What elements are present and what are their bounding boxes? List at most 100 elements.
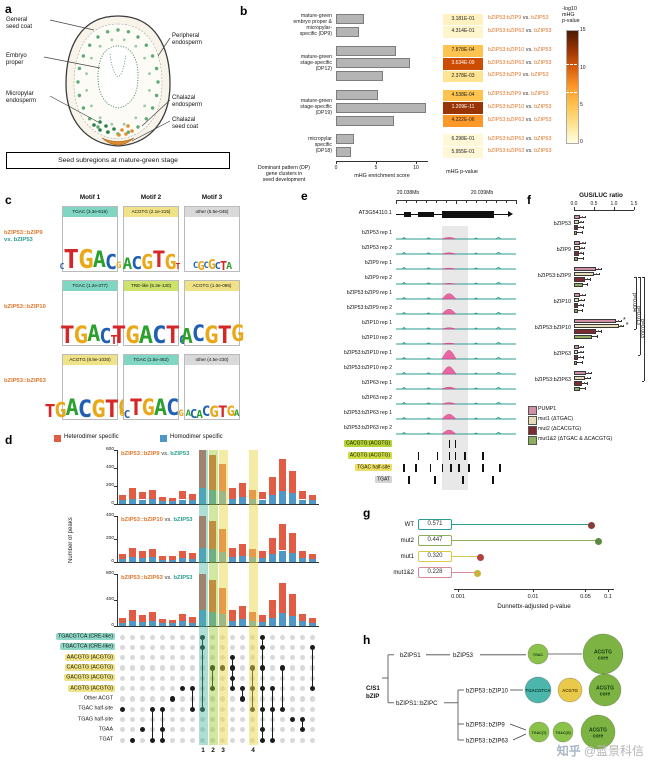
matrix-dot	[129, 655, 136, 661]
pvalue-cell: 2.378E-03	[442, 69, 484, 84]
logo-letter: A	[180, 324, 193, 348]
motif-row-pill: TGAT	[375, 475, 392, 483]
matrix-dot	[289, 737, 296, 743]
endosperm-dot	[134, 44, 138, 48]
callout-text: Chalazal	[172, 95, 195, 101]
callout-line	[131, 120, 171, 142]
heterodimer-name: bZIP53:bZIP9	[488, 15, 522, 22]
bar-homodimer	[209, 612, 216, 626]
bar-heterodimer	[289, 594, 296, 616]
chart-x-axis	[117, 626, 319, 627]
highlight-band	[218, 450, 228, 746]
motif-row-pill: ACGTG (ACGTG)	[347, 451, 392, 459]
scale-tick	[486, 200, 487, 203]
matrix-dot	[209, 655, 216, 661]
endosperm-dot	[98, 116, 102, 120]
endosperm-dot	[122, 122, 126, 126]
endosperm-dot	[143, 56, 147, 60]
panel-a-seed-diagram: Seed subregions at mature-green stage Ge…	[4, 4, 234, 174]
bar-homodimer	[209, 549, 216, 562]
track-noise	[401, 356, 502, 360]
bar-axis-tick-label: 5	[374, 165, 378, 171]
logo-letter: C	[192, 261, 199, 272]
bar-homodimer	[309, 622, 316, 626]
chip-peak	[441, 327, 457, 330]
motif-logo: TGACGTGA	[45, 365, 137, 420]
callout-text: Chalazal	[172, 117, 195, 123]
value-box: 0.228	[418, 567, 452, 578]
logo-letter: G	[226, 404, 236, 421]
data-dot	[578, 361, 581, 364]
bzips1-bzipc-label: bZIPS1::bZIPC	[396, 700, 438, 707]
motif-site-tick	[415, 464, 417, 472]
error-cap	[586, 382, 588, 385]
matrix-dot	[269, 665, 276, 671]
panel-label-g: g	[363, 506, 371, 520]
chalazal-endosperm-dot	[120, 128, 124, 132]
chalazal-endosperm-dot	[126, 124, 130, 128]
matrix-dot-active	[209, 665, 216, 671]
matrix-dot	[269, 655, 276, 661]
bar-homodimer	[239, 555, 246, 562]
data-dot	[580, 346, 583, 348]
data-dot	[581, 387, 584, 390]
matrix-dot-active	[119, 706, 126, 712]
cs1-label: bZIP	[366, 693, 379, 700]
motif-site-tick	[436, 452, 439, 460]
bar-homodimer	[119, 558, 126, 562]
chart-ytick	[114, 562, 117, 563]
logo-letter: G	[178, 409, 184, 420]
data-dot	[581, 294, 584, 296]
matrix-dot	[159, 644, 166, 651]
comparison-label: bZIP53:bZIP63 vs. bZIP63	[488, 136, 552, 142]
data-dot	[617, 320, 620, 322]
callout-text: Peripheral	[172, 33, 199, 39]
matrix-dot	[229, 634, 236, 640]
logo-letter: G	[73, 320, 88, 349]
matrix-dot	[309, 737, 316, 743]
comparison-label: bZIP53:bZIP9 vs. bZIP53	[488, 15, 549, 21]
heat-axis-label: mHG p-value	[446, 169, 478, 175]
pvalue-cell: 3.634E-09	[442, 57, 484, 71]
bar-homodimer	[209, 489, 216, 504]
peripheral-endosperm-dot	[144, 43, 148, 47]
matrix-dot	[289, 727, 296, 733]
bar-homodimer	[269, 553, 276, 562]
axis-title: GUS/LUC ratio	[579, 192, 623, 199]
matrix-dot-active	[299, 727, 306, 733]
track-label: bZIP10 rep 2	[362, 335, 392, 341]
chart-ytick-label: 200	[105, 536, 114, 542]
chart-y-axis	[117, 516, 118, 562]
matrix-dot	[229, 727, 236, 733]
matrix-dot-active	[209, 686, 216, 692]
matrix-dot	[119, 634, 126, 640]
track-signal	[396, 366, 516, 375]
track-noise	[401, 236, 502, 240]
logo-letter: C	[166, 396, 179, 422]
bar-group-label: bZIP53:bZIP63	[534, 377, 571, 383]
matrix-dot-active	[229, 655, 236, 661]
matrix-dot	[179, 675, 186, 681]
gus-bar	[574, 319, 616, 324]
dp-group-label-line: mature-green	[300, 12, 332, 19]
dimer-label: bZIP53::bZIP9	[466, 723, 505, 729]
chart-ytick	[114, 574, 117, 575]
logo-letter: T	[63, 244, 79, 275]
gene-label: AT3G54110.1	[358, 210, 392, 216]
track-label: bZIP53:bZIP9 rep 1	[346, 290, 392, 296]
chart-title-heterodimer: bZIP53::bZIP63	[121, 575, 163, 581]
bar-homodimer	[149, 498, 156, 504]
matrix-dot	[189, 644, 196, 651]
bar-heterodimer	[229, 548, 236, 558]
bar-homodimer	[129, 557, 136, 562]
data-dot	[583, 382, 586, 385]
track-noise	[401, 326, 502, 330]
track-signal	[396, 293, 516, 300]
heterodimer-name: bZIP53:bZIP9	[488, 91, 522, 98]
